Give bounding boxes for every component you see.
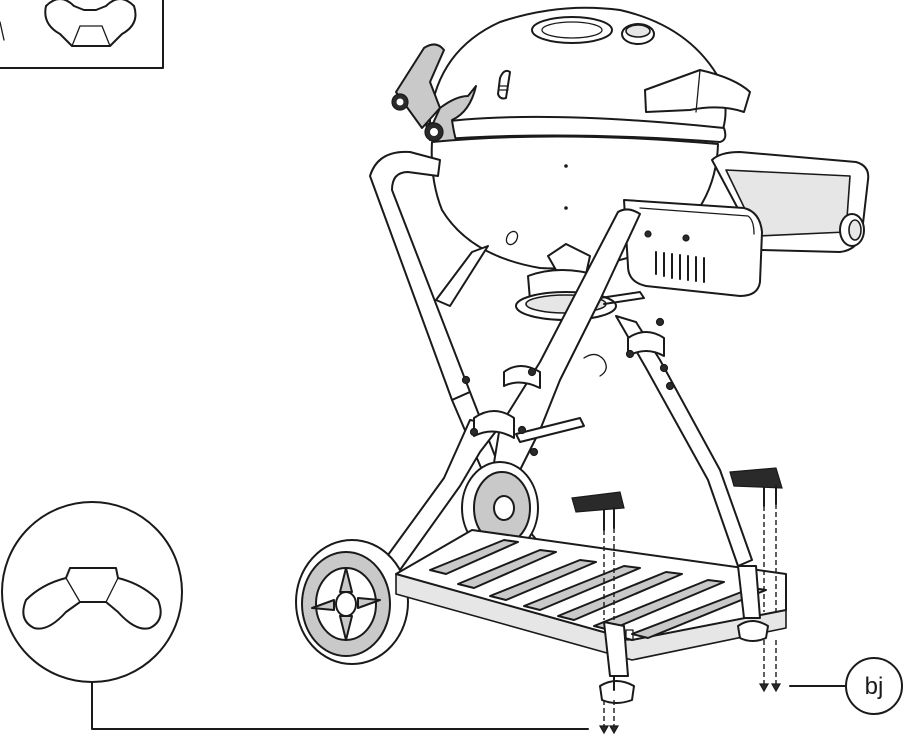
foot-cap-left [571, 491, 625, 531]
lid-hinge [391, 43, 477, 187]
cart-frame [369, 150, 753, 647]
detail-inset-top [0, 0, 164, 69]
bottom-shelf [395, 529, 787, 661]
grill-lid [425, 6, 751, 143]
side-shelf [623, 151, 870, 297]
callout-label: bj [865, 673, 884, 700]
callout-bj: bj [789, 657, 903, 715]
foot-cap-right [729, 467, 783, 507]
screw-icons [598, 683, 782, 735]
shelf-slots [429, 539, 767, 639]
vent-slots [655, 251, 705, 283]
assembly-lines [603, 504, 777, 726]
detail-circle [1, 501, 589, 730]
rear-foot [737, 565, 769, 642]
front-foot [599, 621, 635, 704]
front-wheel [295, 539, 409, 665]
